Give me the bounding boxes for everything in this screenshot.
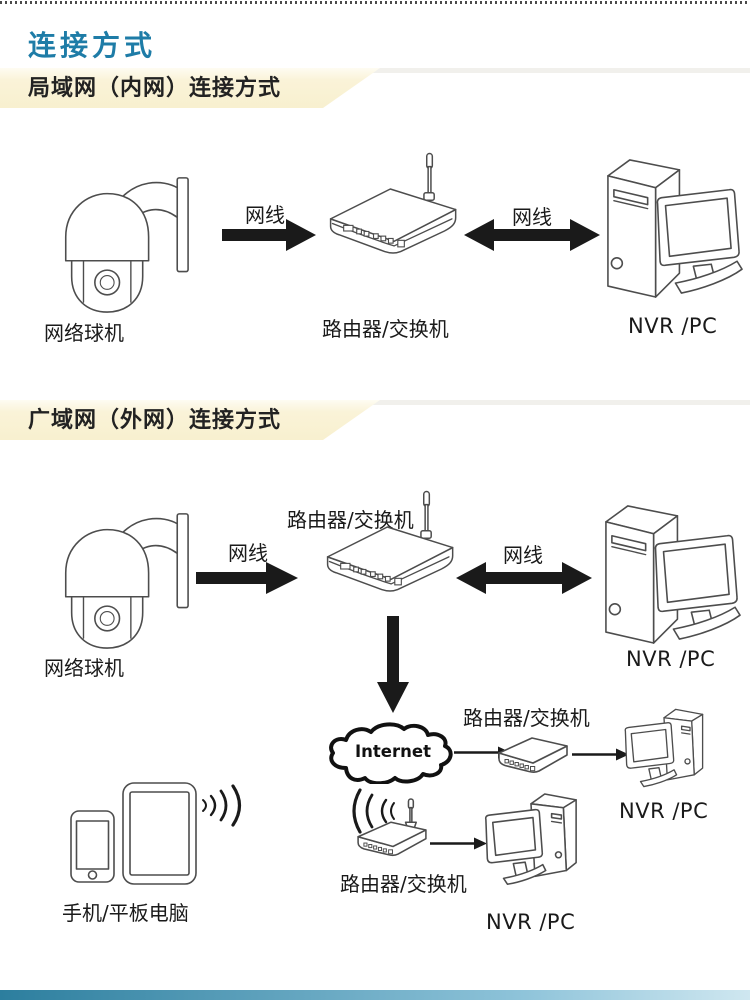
nvr-pc-icon — [596, 494, 741, 649]
chain-top-router-label: 路由器/交换机 — [463, 706, 590, 730]
wan-nvr-pc-label: NVR /PC — [626, 647, 716, 671]
nvr-pc-small-icon — [480, 790, 582, 900]
bottom-accent-bar — [0, 990, 750, 1000]
arrow-right-icon — [196, 562, 298, 594]
lan-cable-right-label: 网线 — [512, 205, 552, 229]
phone-icon — [70, 810, 115, 883]
banner-ribbon — [0, 68, 380, 108]
lan-camera-label: 网络球机 — [44, 321, 124, 345]
wifi-waves-left-icon — [352, 788, 395, 834]
wan-section-banner: 广域网（外网）连接方式 — [0, 400, 750, 440]
tablet-icon — [122, 782, 197, 885]
wifi-waves-right-icon — [202, 784, 242, 827]
wan-cable-right-label: 网线 — [503, 543, 543, 567]
arrow-double-icon — [464, 219, 600, 251]
lan-cable-left-label: 网线 — [245, 203, 285, 227]
router-icon — [325, 150, 465, 270]
banner-ribbon — [0, 400, 380, 440]
chain-bottom-nvr-pc-label: NVR /PC — [486, 910, 576, 934]
arrow-right-icon — [222, 219, 316, 251]
router-antenna-small-icon — [354, 798, 430, 860]
lan-section-banner: 局域网（内网）连接方式 — [0, 68, 750, 108]
lan-router-label: 路由器/交换机 — [322, 317, 449, 341]
chain-top-nvr-pc-label: NVR /PC — [619, 799, 709, 823]
camera-icon — [46, 502, 194, 652]
arrow-thin-right-icon — [430, 837, 487, 850]
top-dotted-rule — [0, 1, 750, 4]
switch-icon — [496, 733, 570, 775]
mobile-devices-label: 手机/平板电脑 — [62, 901, 189, 925]
router-icon — [322, 488, 462, 608]
wan-section-heading: 广域网（外网）连接方式 — [28, 408, 282, 433]
arrow-thin-right-icon — [572, 748, 629, 761]
internet-label: Internet — [355, 742, 431, 761]
page-title: 连接方式 — [28, 29, 157, 62]
arrow-down-icon — [377, 616, 409, 713]
camera-icon — [46, 166, 194, 316]
wan-camera-label: 网络球机 — [44, 656, 124, 680]
chain-bottom-router-label: 路由器/交换机 — [340, 872, 467, 896]
lan-section-heading: 局域网（内网）连接方式 — [28, 76, 282, 101]
nvr-pc-small-icon — [620, 706, 708, 800]
lan-nvr-pc-label: NVR /PC — [628, 314, 718, 338]
nvr-pc-icon — [598, 148, 743, 303]
wan-cable-left-label: 网线 — [228, 541, 268, 565]
arrow-double-icon — [456, 562, 592, 594]
